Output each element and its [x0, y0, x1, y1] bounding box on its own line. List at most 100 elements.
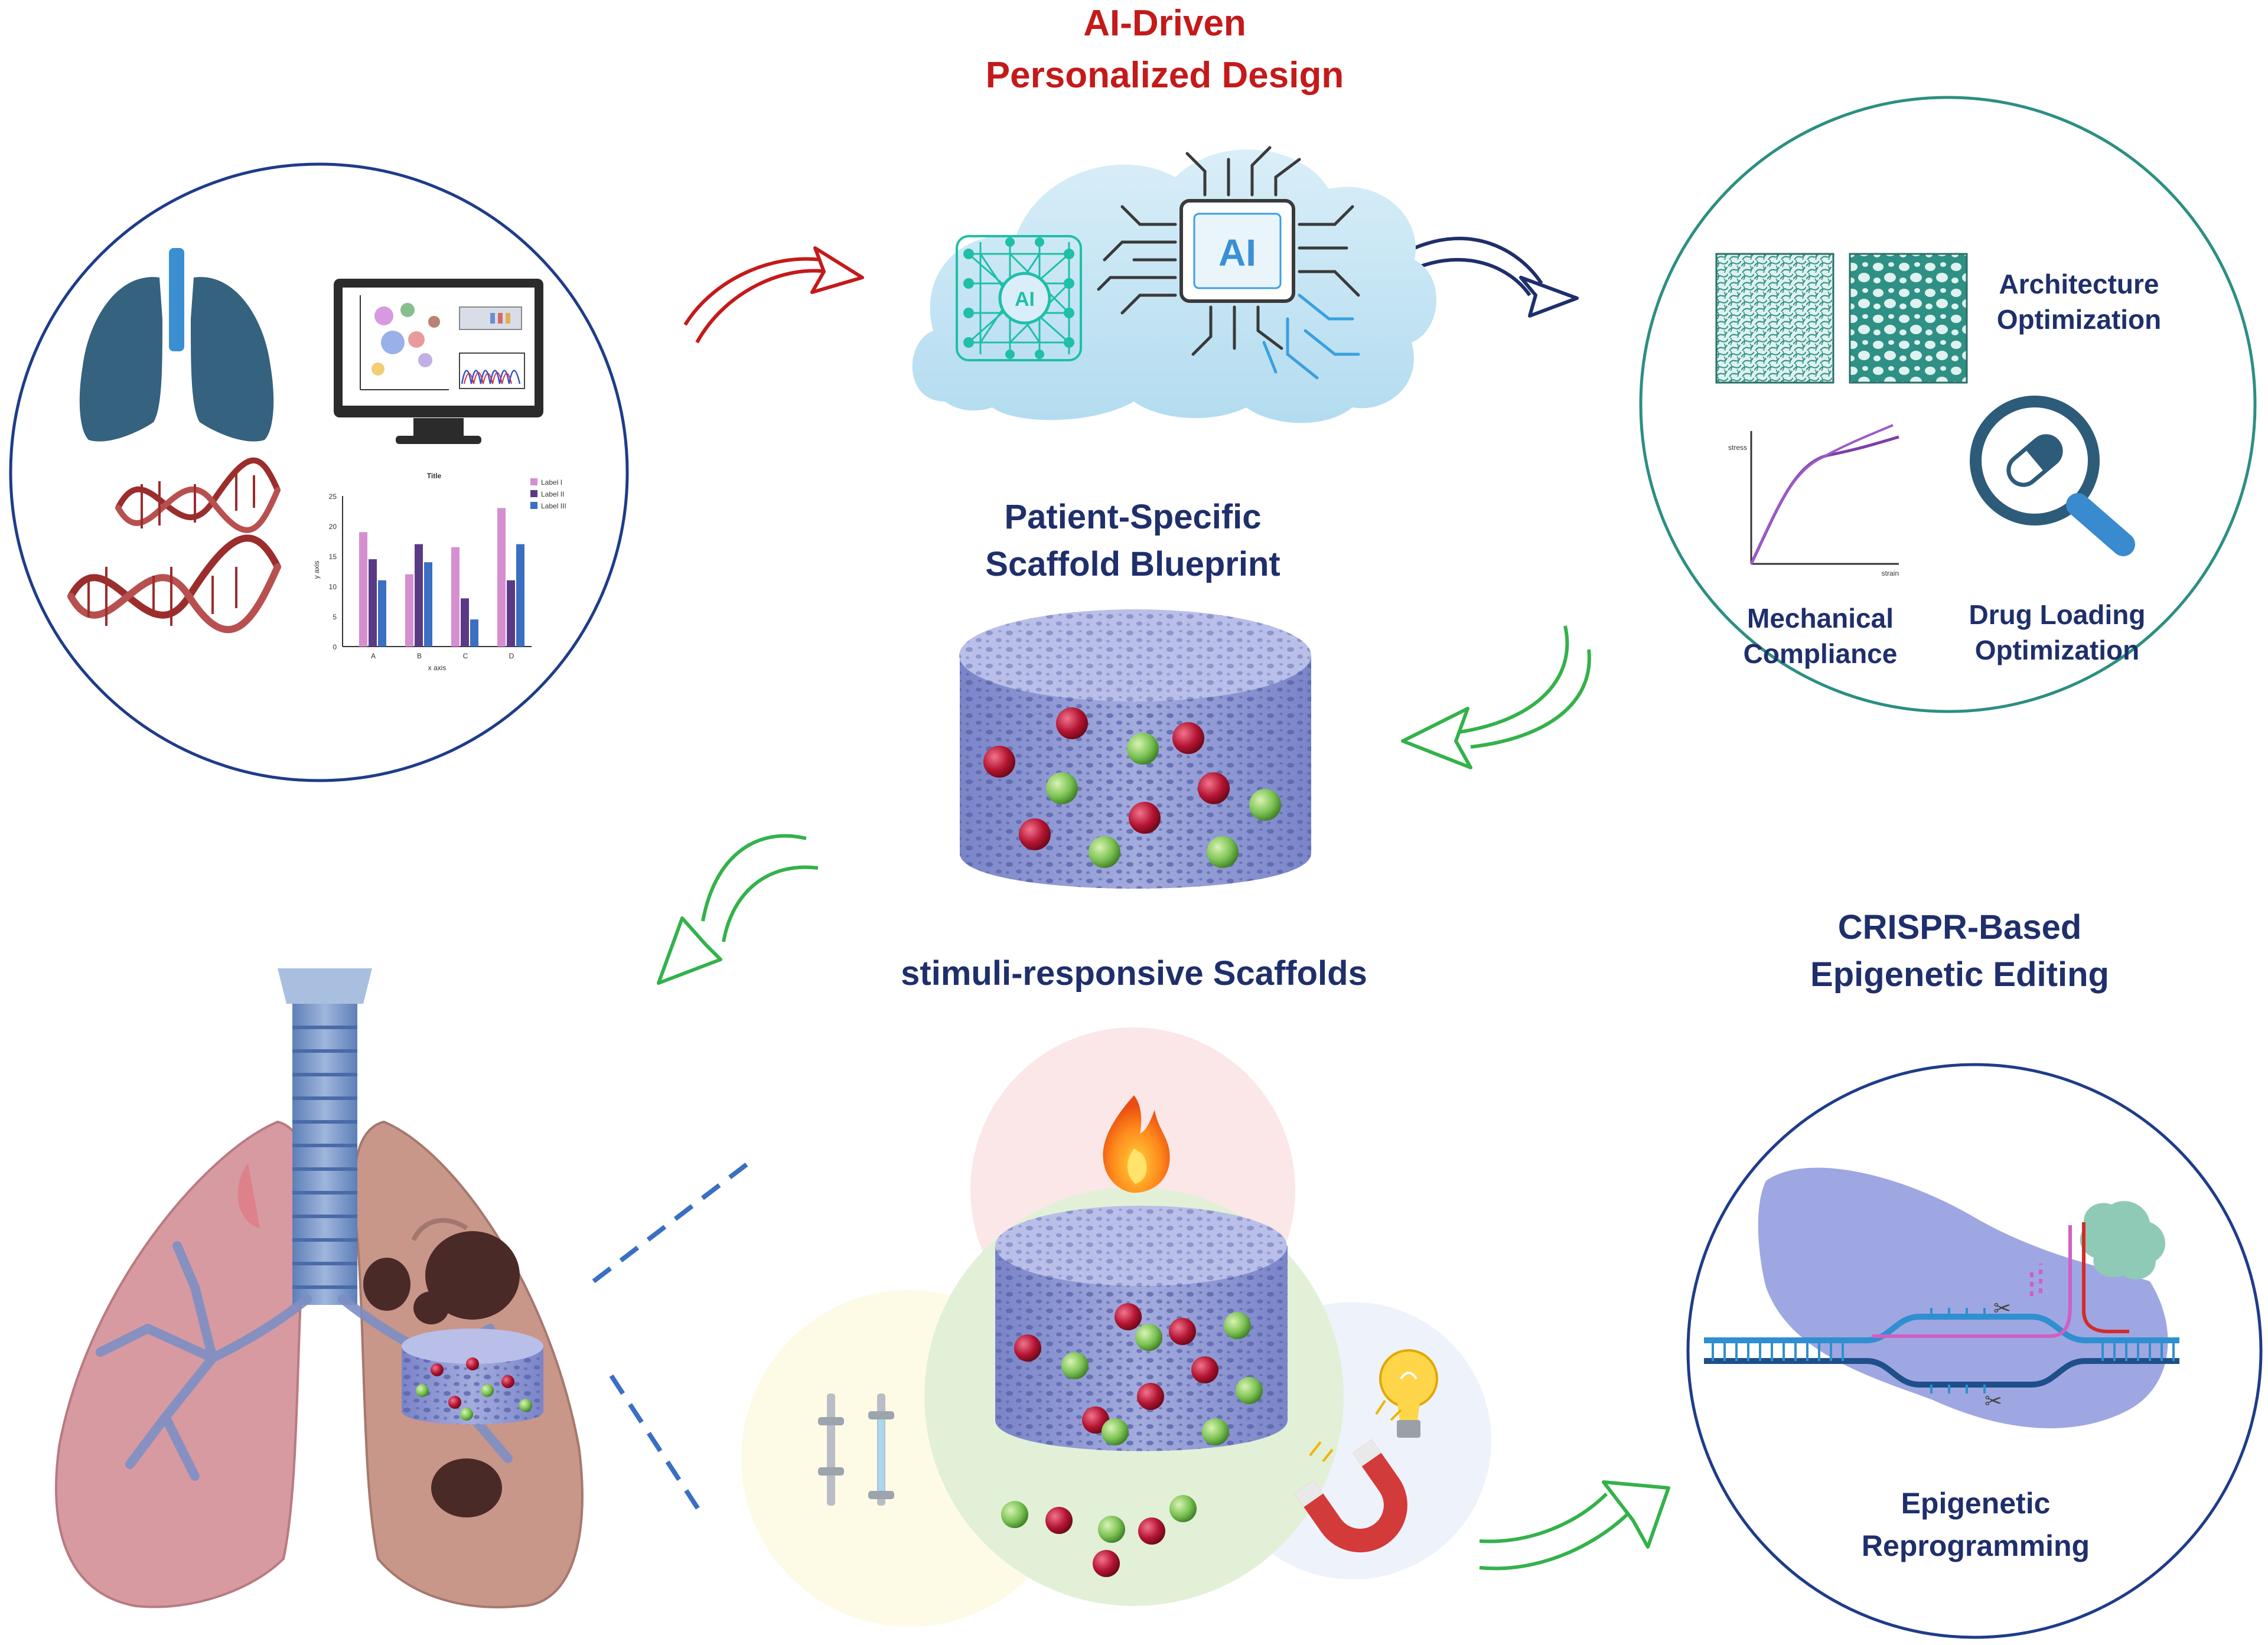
- red-bead: [1198, 772, 1230, 804]
- red-bead: [1093, 1550, 1120, 1577]
- green-bead: [1224, 1312, 1251, 1339]
- released-beads: [1001, 1495, 1197, 1577]
- patient-bar-chart: Title 25 20 15 10 5 0 A B C D x axis y a…: [312, 472, 566, 672]
- syringe-pump-icon: [818, 1393, 894, 1506]
- network-nodes: [963, 237, 1074, 359]
- red-bead: [1082, 1406, 1109, 1434]
- lung-anatomy: [55, 968, 584, 1608]
- architecture-label-line2: Optimization: [1997, 304, 2162, 335]
- green-bead: [1061, 1352, 1089, 1379]
- optimization-panel: Architecture Optimization stress strain …: [1639, 96, 2257, 713]
- gel-band-panel: [459, 306, 522, 330]
- dna-helix-icon: [67, 457, 281, 634]
- y-tick-label: 10: [329, 583, 337, 591]
- navy-arrow: [1413, 236, 1579, 318]
- red-bead: [1137, 1383, 1164, 1410]
- lung-lesions: [363, 1231, 520, 1517]
- green-bead: [1249, 789, 1281, 821]
- green-bead: [1169, 1495, 1197, 1522]
- red-bead: [1191, 1356, 1218, 1383]
- chart-legend: Label I Label II Label III: [530, 478, 566, 510]
- legend-label: Label III: [541, 502, 566, 510]
- ai-title-line1: AI-Driven: [1083, 3, 1246, 44]
- fine-porous-architecture: [1715, 253, 1834, 384]
- spark-marks: [1309, 1399, 1402, 1463]
- trachea: [278, 968, 372, 1305]
- y-tick-label: 15: [329, 553, 337, 561]
- red-bead: [1169, 1318, 1196, 1345]
- green-arrow-left: [657, 834, 819, 985]
- mechanical-label-line1: Mechanical: [1747, 603, 1894, 634]
- stimuli-scaffold: [995, 1206, 1288, 1451]
- ai-title-line2: Personalized Design: [986, 55, 1344, 96]
- red-bead: [1056, 707, 1088, 739]
- red-bead: [1129, 802, 1161, 834]
- monitor-icon: [334, 279, 543, 444]
- green-bead: [1135, 1324, 1162, 1351]
- ai-brain-circuit-icon: [1097, 146, 1360, 356]
- chart-x-ticks: A B C D: [371, 652, 514, 660]
- red-bead: [1138, 1517, 1165, 1545]
- zoom-line-top: [592, 1155, 758, 1284]
- cut-site-scissors-icon: ✂: [1984, 1389, 2002, 1414]
- architecture-label-line1: Architecture: [1999, 269, 2159, 299]
- x-tick-label: B: [417, 652, 422, 660]
- crispr-panel: ✂ ✂ Epigenetic Reprogramming: [1686, 1063, 2263, 1639]
- light-bulb-icon: [1379, 1349, 1438, 1438]
- coarse-porous-architecture: [1849, 253, 1968, 384]
- scaffold-beads: [983, 707, 1281, 868]
- bar-C-label-i: [451, 547, 460, 647]
- red-bead: [1019, 818, 1051, 850]
- y-tick-label: 25: [329, 492, 337, 501]
- bar-C-label-iii: [470, 619, 478, 647]
- legend-label: Label II: [541, 490, 564, 498]
- x-tick-label: C: [463, 652, 468, 660]
- bronchial-tree: [96, 1241, 513, 1481]
- circuit-blue-traces: [1262, 293, 1360, 380]
- chart-y-label: y axis: [312, 561, 321, 579]
- bar-D-label-ii: [507, 580, 515, 647]
- green-bead: [1202, 1418, 1229, 1445]
- bar-C-label-ii: [461, 598, 469, 647]
- ai-cloud: AI AI: [912, 146, 1437, 423]
- epigenetic-label-line2: Reprogramming: [1862, 1529, 2090, 1562]
- chart-title: Title: [427, 472, 442, 480]
- drug-loading-label-line2: Optimization: [1975, 635, 2140, 665]
- red-bead: [1115, 1303, 1142, 1330]
- flame-icon: [1103, 1095, 1170, 1193]
- blueprint-scaffold: [959, 609, 1311, 889]
- green-bead: [1127, 733, 1159, 765]
- red-bead: [983, 746, 1015, 778]
- y-tick-label: 20: [329, 523, 337, 531]
- neural-network-icon: [956, 235, 1082, 361]
- chromatogram-panel: [459, 352, 525, 389]
- green-bead: [1236, 1377, 1263, 1404]
- y-tick-label: 5: [333, 613, 337, 621]
- implanted-scaffold: [402, 1329, 543, 1425]
- red-bead: [1045, 1507, 1073, 1534]
- mechanical-label-line2: Compliance: [1744, 638, 1898, 669]
- y-tick-label: 0: [333, 643, 337, 651]
- x-tick-label: A: [371, 652, 376, 660]
- chart-bars: [359, 508, 524, 647]
- crispr-title-line2: Epigenetic Editing: [1810, 955, 2109, 994]
- red-bead: [1014, 1334, 1041, 1362]
- blueprint-title-line1: Patient-Specific: [1004, 498, 1261, 536]
- green-bead: [1102, 1418, 1129, 1445]
- bar-B-label-i: [405, 574, 413, 647]
- stimuli-title: stimuli-responsive Scaffolds: [901, 954, 1367, 993]
- green-bead: [1098, 1516, 1125, 1543]
- tsne-cluster-plot: [360, 295, 449, 390]
- cut-site-scissors-icon: ✂: [1993, 1297, 2011, 1321]
- green-bead: [1207, 836, 1239, 868]
- bar-B-label-ii: [415, 544, 423, 647]
- bar-A-label-iii: [378, 580, 386, 647]
- green-bead: [1089, 836, 1120, 868]
- chart-y-ticks: 25 20 15 10 5 0: [329, 492, 337, 651]
- x-tick-label: D: [509, 652, 514, 660]
- crispr-title-line1: CRISPR-Based: [1838, 908, 2082, 946]
- stress-axis-label: stress: [1728, 443, 1747, 452]
- magnet-icon: [1294, 1439, 1407, 1553]
- green-arrow-right: [1401, 625, 1591, 769]
